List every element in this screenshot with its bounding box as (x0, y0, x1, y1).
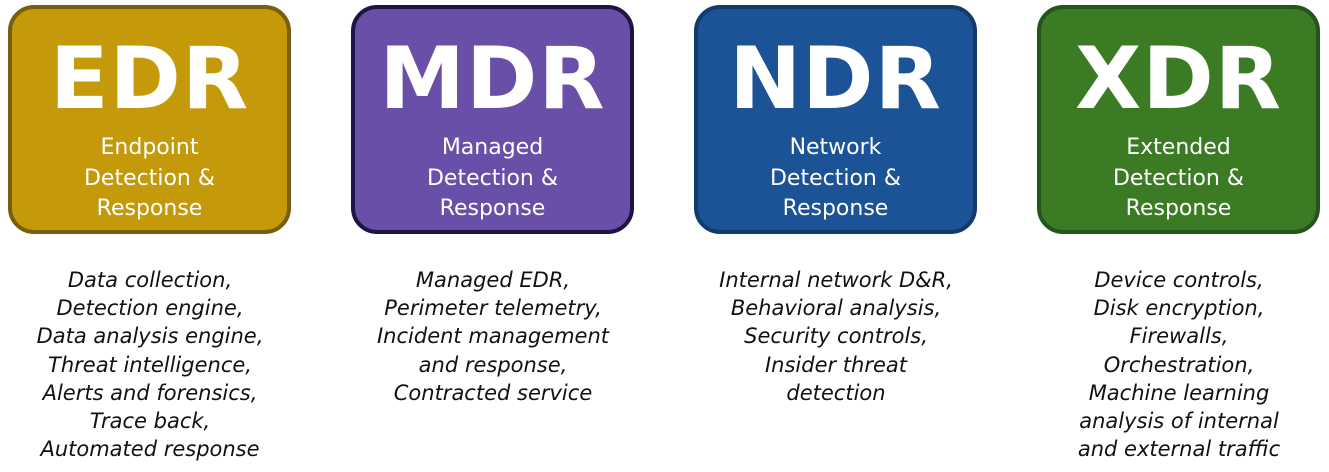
feature-item: Detection engine, (56, 296, 244, 321)
feature-list: Data collection, Detection engine, Data … (0, 266, 300, 463)
feature-item: Alerts and forensics, (42, 380, 258, 405)
feature-list: Internal network D&R, Behavioral analysi… (686, 266, 986, 407)
acronym-label: NDR (729, 29, 942, 129)
feature-item: Device controls, (1094, 268, 1264, 292)
expansion-line: Extended (1126, 135, 1231, 160)
feature-item: Incident management (376, 324, 610, 349)
card-ndr: NDR Network Detection & Response Interna… (686, 0, 977, 472)
feature-item: Contracted service (393, 380, 593, 405)
feature-item: Insider threat (764, 352, 908, 377)
expansion-line: Endpoint (100, 135, 199, 160)
feature-item: Managed EDR, (415, 268, 571, 292)
expansion-line: Detection & (426, 165, 559, 191)
feature-item: Behavioral analysis, (730, 296, 942, 321)
feature-list: Device controls, Disk encryption, Firewa… (1029, 266, 1329, 463)
acronym-expansion: Network Detection & Response (698, 133, 973, 225)
feature-item: detection (786, 380, 886, 405)
card-xdr: XDR Extended Detection & Response Device… (1029, 0, 1320, 472)
card-edr: EDR Endpoint Detection & Response Data c… (0, 0, 291, 472)
acronym-expansion: Managed Detection & Response (355, 133, 630, 225)
feature-item: Disk encryption, (1093, 296, 1265, 321)
expansion-line: Detection & (1112, 165, 1245, 191)
edr-tile: EDR Endpoint Detection & Response (8, 5, 291, 234)
xdr-tile: XDR Extended Detection & Response (1037, 5, 1320, 234)
feature-item: and response, (418, 352, 568, 377)
acronym-expansion: Extended Detection & Response (1041, 133, 1316, 225)
card-mdr: MDR Managed Detection & Response Managed… (343, 0, 634, 472)
feature-item: Orchestration, (1103, 352, 1255, 377)
feature-item: and external traffic (1077, 437, 1281, 462)
feature-item: analysis of internal (1079, 409, 1279, 434)
ndr-tile: NDR Network Detection & Response (694, 5, 977, 234)
mdr-tile: MDR Managed Detection & Response (351, 5, 634, 234)
acronym-label: MDR (379, 29, 606, 129)
expansion-line: Detection & (769, 165, 902, 191)
expansion-line: Response (96, 196, 203, 221)
feature-item: Perimeter telemetry, (384, 296, 602, 321)
expansion-line: Response (439, 196, 546, 221)
acronym-expansion: Endpoint Detection & Response (12, 133, 287, 225)
feature-list: Managed EDR, Perimeter telemetry, Incide… (343, 266, 643, 407)
expansion-line: Response (782, 196, 889, 221)
expansion-line: Detection & (83, 165, 216, 191)
feature-item: Data analysis engine, (36, 324, 264, 349)
expansion-line: Managed (441, 135, 544, 160)
feature-item: Trace back, (89, 409, 211, 434)
feature-item: Data collection, (67, 268, 233, 292)
feature-item: Security controls, (744, 324, 928, 349)
feature-item: Threat intelligence, (48, 352, 252, 377)
expansion-line: Response (1125, 196, 1232, 221)
acronym-label: EDR (49, 29, 250, 129)
feature-item: Machine learning (1088, 380, 1270, 405)
feature-item: Automated response (40, 437, 260, 462)
feature-item: Firewalls, (1129, 324, 1229, 349)
feature-item: Internal network D&R, (719, 268, 953, 292)
acronym-label: XDR (1075, 29, 1282, 129)
expansion-line: Network (789, 135, 882, 160)
